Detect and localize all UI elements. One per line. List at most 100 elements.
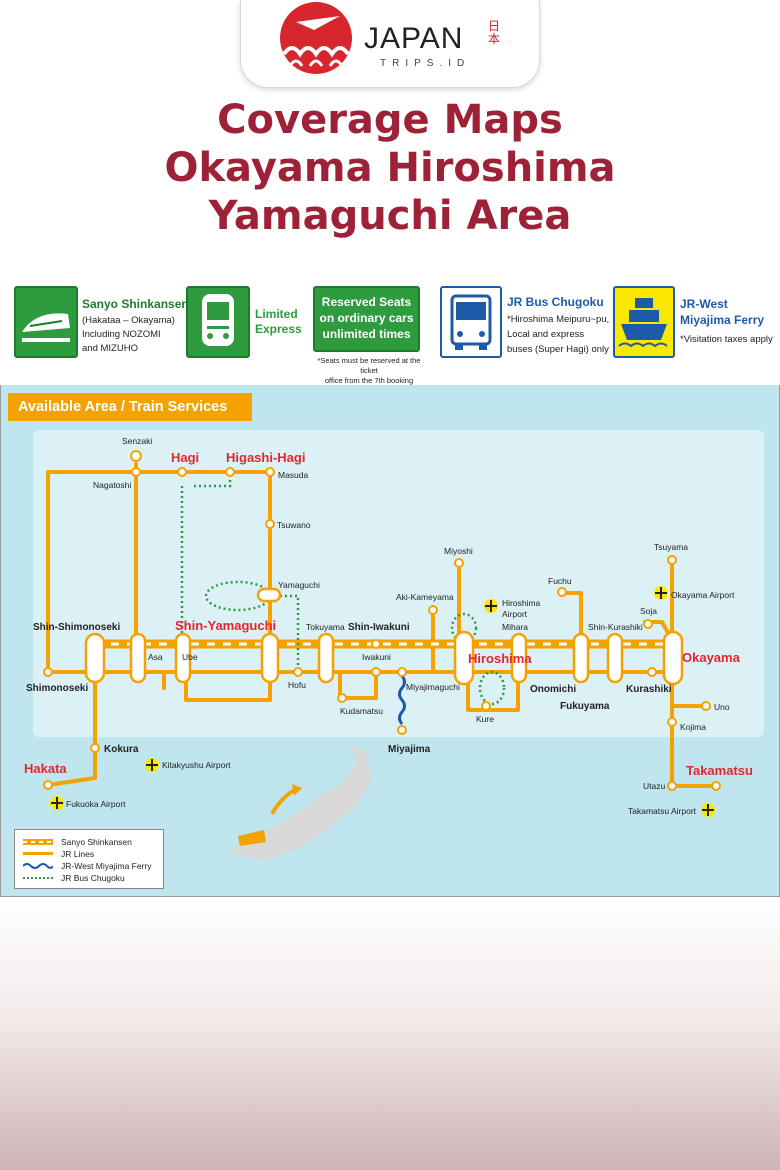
station-hofu: Hofu xyxy=(288,680,306,690)
brand-name: JAPAN xyxy=(364,22,464,55)
station-kokura: Kokura xyxy=(104,744,139,755)
station-marker xyxy=(510,632,528,684)
reserved-note-2: office from the 7th booking xyxy=(324,376,414,385)
station-kurashiki: Kurashiki xyxy=(626,684,672,695)
reserved-line-3: unlimited times xyxy=(322,327,411,341)
train-icon xyxy=(202,294,234,346)
station-tokuyama: Tokuyama xyxy=(306,622,345,632)
ferry-route xyxy=(398,675,406,725)
reserved-seats-badge: Reserved Seats on ordinary cars unlimite… xyxy=(313,286,420,352)
map-land xyxy=(33,430,764,737)
reserved-line-2: on ordinary cars xyxy=(319,311,414,325)
station-marker xyxy=(317,632,335,684)
station-asa: Asa xyxy=(148,652,163,662)
station-senzaki: Senzaki xyxy=(122,436,152,446)
station-hiroshima: Hiroshima xyxy=(468,651,532,666)
station-marker xyxy=(174,632,192,684)
bus-route-kure xyxy=(478,670,506,706)
station-ube: Ube xyxy=(182,652,198,662)
station-marker xyxy=(84,632,106,684)
limited-express-line-1: Limited xyxy=(255,307,298,321)
line-legend: Sanyo Shinkansen JR Lines JR-West Miyaji… xyxy=(14,829,164,889)
jr-line-kure xyxy=(466,670,520,712)
station-fukuyama: Fukuyama xyxy=(560,701,610,712)
station-marker xyxy=(662,630,684,686)
station-higashihagi: Higashi-Hagi xyxy=(226,450,305,465)
station-hiroshima-airport-2: Airport xyxy=(502,609,528,619)
page-title-line-2: Okayama Hiroshima xyxy=(164,145,616,191)
station-okayama: Okayama xyxy=(682,650,741,665)
limited-express-line-2: Express xyxy=(255,322,302,336)
station-hiroshima-airport-1: Hiroshima xyxy=(502,598,541,608)
station-shinyamaguchi: Shin-Yamaguchi xyxy=(175,618,276,633)
station-kitakyushu-airport: Kitakyushu Airport xyxy=(162,760,231,770)
shinkansen-title: Sanyo Shinkansen xyxy=(82,297,189,311)
station-marker xyxy=(453,630,475,686)
brand-kanji: 日本 xyxy=(488,19,501,46)
jr-line-gantoku xyxy=(338,670,378,700)
station-masuda: Masuda xyxy=(278,470,309,480)
station-miyajima: Miyajima xyxy=(388,744,431,755)
station-shiniwakuni: Shin-Iwakuni xyxy=(348,622,410,633)
station-marker xyxy=(256,587,282,603)
ferry-line-3: *Visitation taxes apply xyxy=(680,334,773,345)
station-kojima: Kojima xyxy=(680,722,706,732)
ferry-line-2: Miyajima Ferry xyxy=(680,313,765,327)
station-onomichi: Onomichi xyxy=(530,684,576,695)
shinkansen-line-2: Including NOZOMI xyxy=(82,329,161,340)
station-shinkurashiki: Shin-Kurashiki xyxy=(588,622,643,632)
station-fuchu: Fuchu xyxy=(548,576,572,586)
station-kure: Kure xyxy=(476,714,494,724)
airport-icon xyxy=(50,586,715,817)
station-akikameyama: Aki-Kameyama xyxy=(396,592,454,602)
station-miyoshi: Miyoshi xyxy=(444,546,473,556)
ferry-badge xyxy=(613,286,675,358)
ferry-icon xyxy=(618,298,668,348)
station-marker xyxy=(606,632,624,684)
jr-line-ube xyxy=(162,670,272,702)
station-shimonoseki: Shimonoseki xyxy=(26,683,88,694)
station-tsuyama: Tsuyama xyxy=(654,542,688,552)
reserved-note-1: *Seats must be reserved at the ticket xyxy=(317,356,421,375)
bus-line-3: buses (Super Hagi) only xyxy=(507,344,609,355)
station-utazu: Utazu xyxy=(643,781,665,791)
station-takamatsu: Takamatsu xyxy=(686,763,753,778)
station-uno: Uno xyxy=(714,702,730,712)
station-iwakuni: Iwakuni xyxy=(362,652,391,662)
station-kudamatsu: Kudamatsu xyxy=(340,706,383,716)
bus-line-1: *Hiroshima Meipuru~pu, xyxy=(507,314,610,325)
ferry-line-1: JR-West xyxy=(680,297,728,311)
station-soja: Soja xyxy=(640,606,657,616)
station-marker xyxy=(572,632,590,684)
shinkansen-line-1: (Hakataa – Okayama) xyxy=(82,315,175,326)
station-shinshimonoseki: Shin-Shimonoseki xyxy=(33,622,120,633)
station-yamaguchi: Yamaguchi xyxy=(278,580,320,590)
bus-title: JR Bus Chugoku xyxy=(507,295,604,309)
station-takamatsu-airport: Takamatsu Airport xyxy=(628,806,697,816)
station-tsuwano: Tsuwano xyxy=(277,520,311,530)
bus-line-2: Local and express xyxy=(507,329,585,340)
bus-badge xyxy=(440,286,502,358)
bus-route-hagi xyxy=(180,476,300,668)
limited-express-badge xyxy=(186,286,250,358)
shinkansen-line-3: and MIZUHO xyxy=(82,343,138,354)
station-hakata: Hakata xyxy=(24,761,67,776)
station-marker xyxy=(129,632,147,684)
station-miyajimaguchi: Miyajimaguchi xyxy=(406,682,460,692)
reserved-line-1: Reserved Seats xyxy=(321,295,412,309)
page-title-line-3: Yamaguchi Area xyxy=(208,193,572,239)
station-okayama-airport: Okayama Airport xyxy=(671,590,735,600)
bus-icon xyxy=(450,294,492,350)
brand-sub: TRIPS.ID xyxy=(380,58,471,69)
station-hagi: Hagi xyxy=(171,450,199,465)
japan-inset-map xyxy=(206,743,390,867)
shinkansen-icon xyxy=(22,313,70,342)
station-marker xyxy=(260,632,280,684)
station-nagatoshi: Nagatoshi xyxy=(93,480,131,490)
shinkansen-badge xyxy=(14,286,78,358)
page-title-line-1: Coverage Maps xyxy=(217,97,563,143)
station-mihara: Mihara xyxy=(502,622,528,632)
jr-line-kyushu xyxy=(46,670,97,787)
reserved-note: *Seats must be reserved at the ticket of… xyxy=(313,356,425,386)
